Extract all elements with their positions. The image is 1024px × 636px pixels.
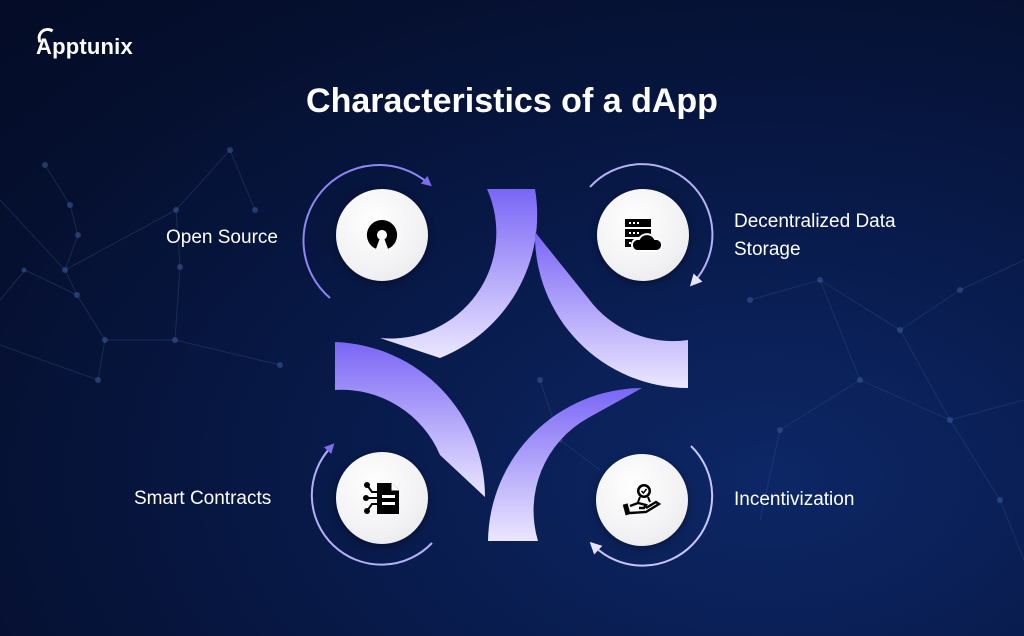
open-source-icon xyxy=(366,219,398,249)
label-incentivization: Incentivization xyxy=(734,489,855,510)
label-decentralized-data-storage: Decentralized Data Storage xyxy=(734,208,896,264)
storage-circle xyxy=(597,189,689,281)
cycle-arrow-smart-contracts xyxy=(310,443,433,566)
smart-contract-document-icon xyxy=(363,482,399,514)
label-line-2: Storage xyxy=(734,239,801,260)
label-smart-contracts: Smart Contracts xyxy=(134,488,272,509)
arc-bottom-right xyxy=(488,388,642,541)
smart-contracts-circle xyxy=(336,452,428,544)
label-open-source: Open Source xyxy=(166,227,278,248)
open-source-circle xyxy=(336,189,428,281)
cycle-arrow-incentivization xyxy=(589,445,714,567)
arc-bottom-left xyxy=(335,342,486,497)
cycle-arrow-storage xyxy=(589,163,714,287)
page-title: Characteristics of a dApp xyxy=(306,82,718,120)
cycle-arrow-open-source xyxy=(302,164,432,299)
arc-top-left xyxy=(380,189,538,358)
reward-hand-icon xyxy=(622,484,662,516)
server-cloud-icon xyxy=(625,219,663,252)
arc-top-right xyxy=(534,232,688,388)
incentivization-circle xyxy=(596,454,688,546)
logo-text: Apptunix xyxy=(36,34,133,59)
brand-logo: Apptunix xyxy=(36,26,133,60)
label-line-1: Decentralized Data xyxy=(734,211,896,232)
